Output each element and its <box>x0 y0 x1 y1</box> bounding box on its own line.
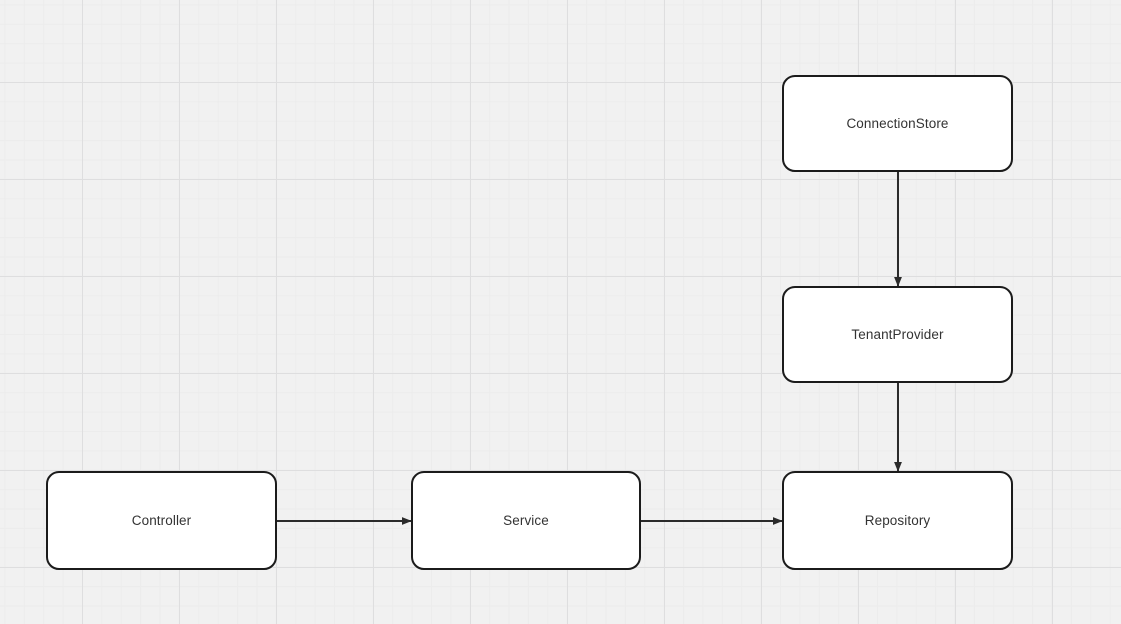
node-label: ConnectionStore <box>846 115 949 131</box>
node-connectionstore[interactable]: ConnectionStore <box>782 75 1013 172</box>
node-repository[interactable]: Repository <box>782 471 1013 570</box>
node-label: Service <box>503 512 549 528</box>
node-tenantprovider[interactable]: TenantProvider <box>782 286 1013 383</box>
node-label: Controller <box>131 512 192 528</box>
node-service[interactable]: Service <box>411 471 641 570</box>
node-label: TenantProvider <box>851 326 944 342</box>
node-controller[interactable]: Controller <box>46 471 277 570</box>
node-label: Repository <box>864 512 931 528</box>
